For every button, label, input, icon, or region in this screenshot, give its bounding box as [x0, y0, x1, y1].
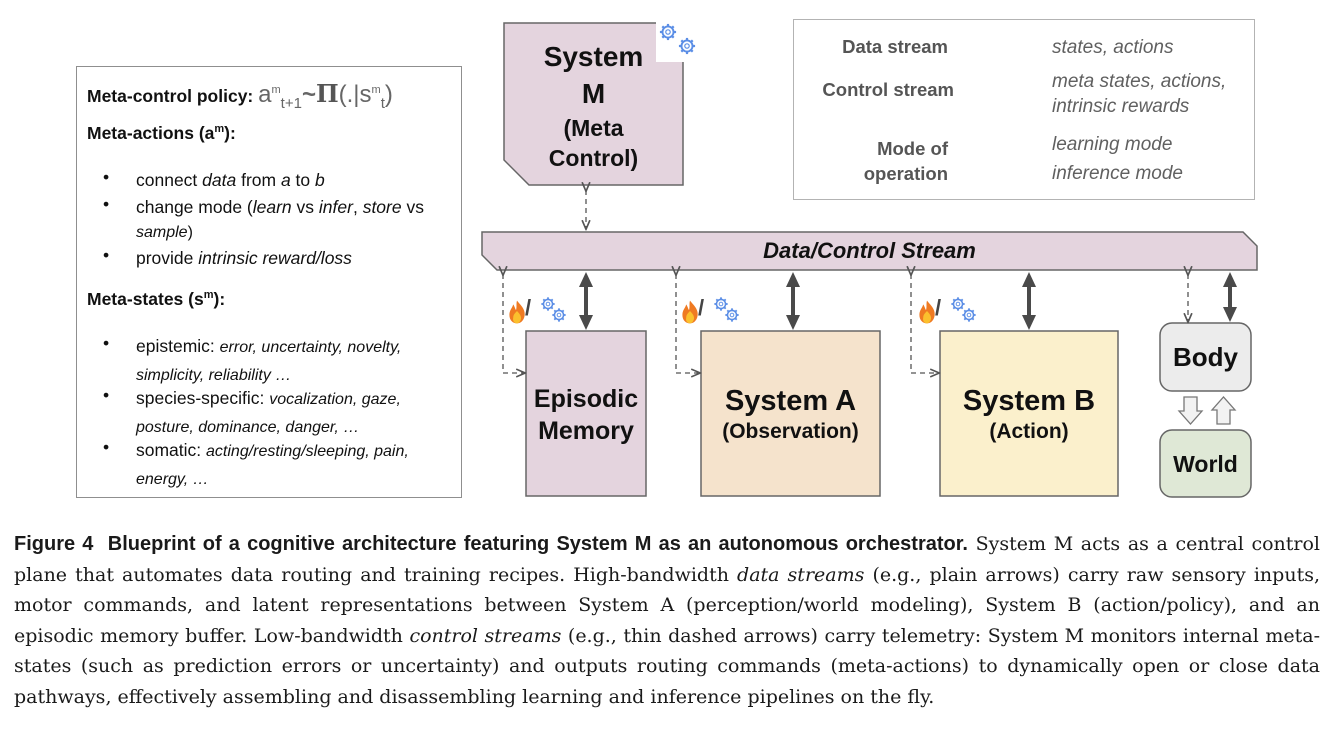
gears-icon: [724, 307, 740, 323]
system-b-label: System B(Action): [962, 385, 1096, 443]
gears-icon: [950, 296, 966, 312]
legend-data-stream-desc: states, actions: [1052, 37, 1174, 58]
bus-label: Data/Control Stream: [763, 238, 976, 263]
gears-icon: [540, 296, 556, 312]
legend-control-stream-label: Control stream: [822, 79, 954, 100]
gears-icon: [961, 307, 977, 323]
episodic-memory-block: [525, 330, 647, 497]
meta-control-panel: Meta-control policy: amt+1~Π(.|smt) Meta…: [76, 66, 462, 498]
gears-icon: [713, 296, 729, 312]
mode-separator: /: [935, 295, 942, 320]
body-to-world-arrow: [1177, 396, 1204, 425]
legend: Data stream states, actions Control stre…: [793, 19, 1255, 200]
system-a-label: System A(Observation): [722, 385, 859, 443]
meta-state-item: somatic: acting/resting/sleeping, pain,e…: [136, 440, 409, 488]
meta-action-item: provide intrinsic reward/loss: [136, 248, 352, 268]
system-a-block: [700, 330, 881, 497]
mode-separator: /: [525, 295, 532, 320]
architecture-diagram: Meta-control policy: amt+1~Π(.|smt) Meta…: [76, 18, 1258, 498]
policy-heading: Meta-control policy: amt+1~Π(.|smt): [87, 79, 393, 112]
caption-text-3: (e.g., thin dashed arrows) carry telemet…: [14, 624, 1320, 708]
data-arrow-system-a: [786, 272, 800, 330]
data-arrow-episodic: [579, 272, 593, 330]
caption-text-1: System M acts as a central control plane…: [14, 533, 1320, 586]
legend-control-stream-desc: meta states, actions,intrinsic rewards: [1052, 71, 1227, 117]
meta-action-item: connect data from a to b: [136, 170, 325, 190]
data-arrow-system-b: [1022, 272, 1036, 330]
system-m-block: [503, 22, 684, 186]
caption-italic-control-streams: control streams: [409, 624, 562, 647]
gears-icon: [551, 307, 567, 323]
flame-icon: [509, 300, 525, 324]
diagram-canvas: [481, 22, 1258, 498]
body-label: Body: [1173, 342, 1238, 372]
control-arrow-system-a: [676, 274, 699, 373]
control-arrow-system-b: [911, 274, 938, 373]
body-block: [1159, 322, 1252, 392]
bullet-icon: •: [103, 194, 110, 214]
meta-actions-heading: Meta-actions (am):: [87, 123, 236, 143]
bullet-icon: •: [103, 385, 110, 405]
world-label: World: [1173, 451, 1238, 477]
data-control-bus: [481, 231, 1258, 271]
caption-italic-data-streams: data streams: [737, 563, 865, 586]
meta-states-heading: Meta-states (sm):: [87, 289, 226, 309]
policy-label: Meta-control policy:: [87, 86, 254, 106]
bullet-icon: •: [103, 333, 110, 353]
bullet-icon: •: [103, 437, 110, 457]
world-block: [1159, 429, 1252, 498]
bullet-icon: •: [103, 245, 110, 265]
system-b-block: [939, 330, 1119, 497]
caption-text-2: (e.g., plain arrows) carry raw sensory i…: [14, 563, 1320, 647]
policy-formula: amt+1~Π(.|smt): [258, 79, 393, 112]
flame-icon: [919, 300, 935, 324]
meta-state-item: epistemic: error, uncertainty, novelty,s…: [136, 336, 402, 384]
data-arrow-body: [1223, 272, 1237, 322]
control-arrow-episodic: [503, 274, 524, 373]
mode-separator: /: [698, 295, 705, 320]
flame-icon: [682, 300, 698, 324]
meta-state-item: species-specific: vocalization, gaze,pos…: [136, 388, 401, 436]
bullet-icon: •: [103, 167, 110, 187]
legend-inference-desc: inference mode: [1052, 163, 1183, 184]
legend-data-stream-label: Data stream: [842, 36, 948, 57]
figure-label: Figure 4: [14, 533, 94, 555]
world-to-body-arrow: [1210, 396, 1237, 425]
figure-title: Blueprint of a cognitive architecture fe…: [107, 533, 968, 555]
legend-learning-desc: learning mode: [1052, 134, 1173, 155]
figure-caption: Figure 4 Blueprint of a cognitive archit…: [14, 529, 1320, 712]
